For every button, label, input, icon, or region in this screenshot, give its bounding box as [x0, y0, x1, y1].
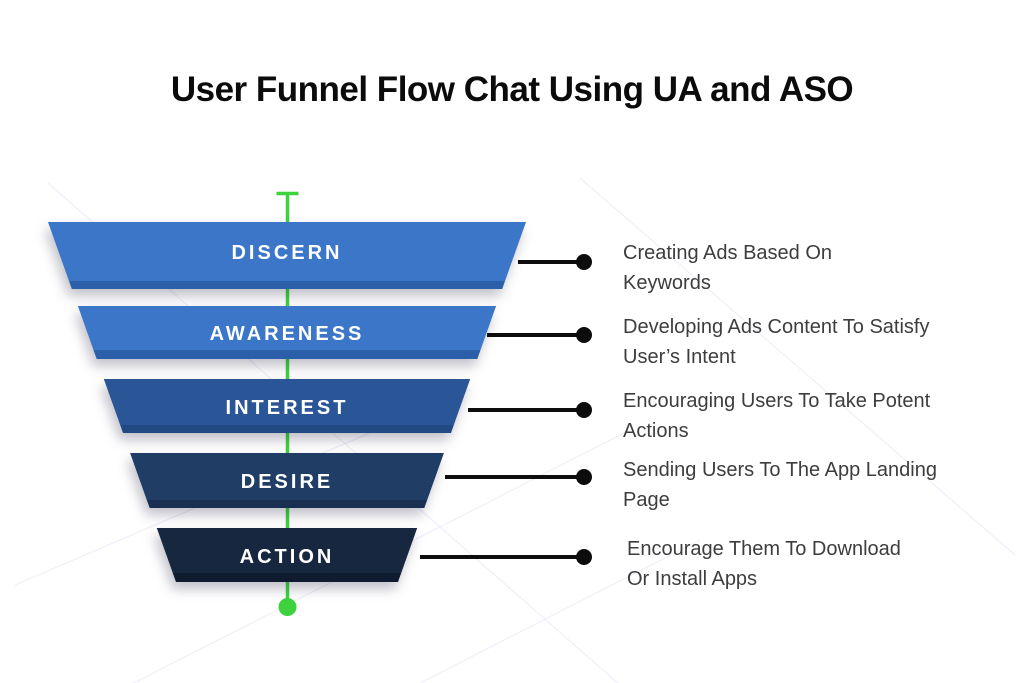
description-line: User’s Intent: [623, 346, 736, 368]
funnel-segment-label: INTEREST: [226, 397, 349, 419]
funnel-step-description: Creating Ads Based On Keywords: [623, 238, 995, 298]
funnel-segment-awareness: AWARENESS: [77, 306, 497, 359]
connector-dot: [576, 254, 592, 270]
description-line: Creating Ads Based On: [623, 242, 833, 264]
funnel-segment-discern: DISCERN: [48, 222, 526, 289]
connectors: [420, 254, 592, 565]
funnel-segment-label: DISCERN: [231, 242, 342, 264]
funnel-step-description: Encouraging Users To Take Potent Actions: [623, 386, 995, 446]
description-line: Or Install Apps: [627, 568, 758, 590]
connector-dot: [576, 402, 592, 418]
description-line: Developing Ads Content To Satisfy: [623, 316, 930, 338]
connector-dot: [576, 549, 592, 565]
funnel-segment-face: [48, 222, 526, 281]
description-line: Actions: [623, 420, 689, 442]
funnel-step-description: Developing Ads Content To Satisfy User’s…: [623, 312, 995, 372]
funnel-segment-action: ACTION: [156, 528, 418, 582]
funnel-segment-bevel: [69, 281, 505, 289]
funnel-step-description: Sending Users To The App Landing Page: [623, 455, 995, 515]
funnel-segment-label: ACTION: [240, 546, 335, 568]
connector-dot: [576, 327, 592, 343]
funnel-segment-label: AWARENESS: [210, 323, 365, 345]
description-line: Page: [623, 489, 670, 511]
funnel-segment-face: [77, 306, 497, 350]
funnel-segment-label: DESIRE: [241, 471, 333, 493]
funnel-axis-end-dot: [278, 598, 297, 616]
funnel-segment-bevel: [120, 425, 454, 433]
connector-dot: [576, 469, 592, 485]
funnel-segment-desire: DESIRE: [130, 453, 444, 508]
funnel-segment-bevel: [93, 350, 481, 359]
funnel-segment-face: [156, 528, 418, 573]
description-line: Encourage Them To Download: [627, 538, 901, 560]
page-title: User Funnel Flow Chat Using UA and ASO: [170, 70, 854, 109]
funnel-segment-face: [130, 453, 444, 500]
description-line: Keywords: [623, 272, 711, 294]
description-line: Encouraging Users To Take Potent: [623, 390, 931, 412]
funnel-segment-face: [103, 379, 471, 425]
funnel-segment-bevel: [172, 573, 402, 582]
funnel-segment-interest: INTEREST: [103, 379, 471, 433]
funnel-segment-bevel: [146, 500, 428, 508]
description-line: Sending Users To The App Landing: [623, 459, 937, 481]
funnel-step-description: Encourage Them To Download Or Install Ap…: [627, 534, 999, 594]
